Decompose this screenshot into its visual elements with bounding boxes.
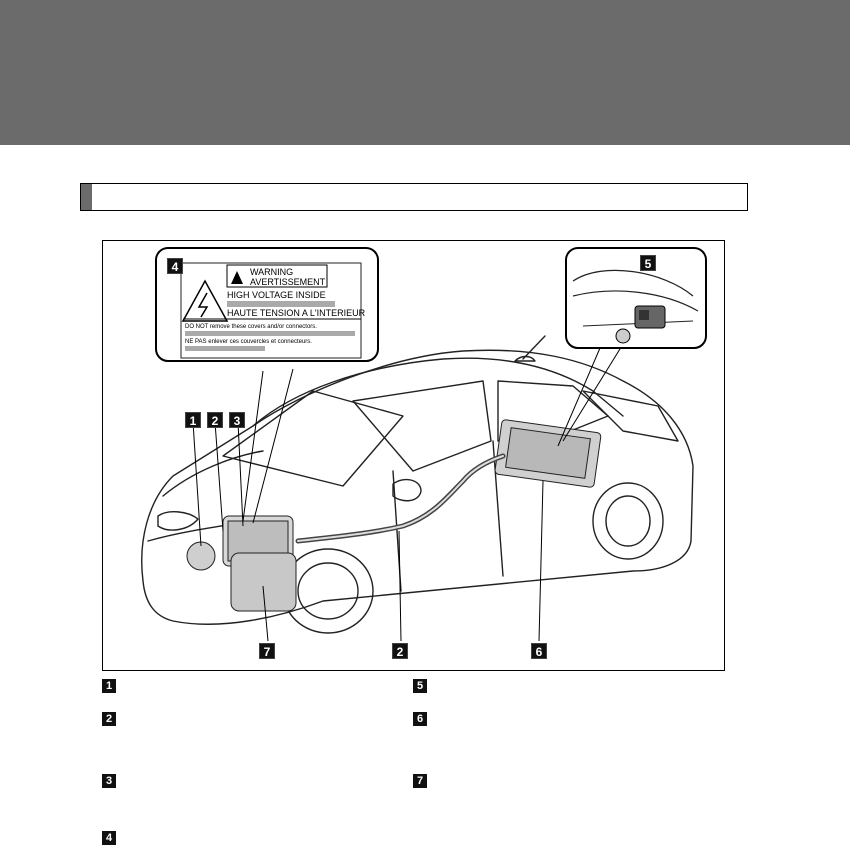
callout-3: 3 xyxy=(229,412,245,428)
legend-badge-2: 2 xyxy=(102,712,116,726)
callout-6: 6 xyxy=(531,643,547,659)
high-voltage-warning-icon xyxy=(181,279,229,322)
car-roof xyxy=(252,357,624,427)
legend-badge-7: 7 xyxy=(413,774,427,788)
transaxle xyxy=(230,552,297,612)
antenna xyxy=(522,335,546,360)
warning-text: WARNING xyxy=(250,267,293,277)
section-title-bar xyxy=(80,183,748,211)
side-window-rear xyxy=(497,380,609,442)
high-voltage-text: HIGH VOLTAGE INSIDE xyxy=(227,290,326,300)
callout-5: 5 xyxy=(640,255,656,271)
hybrid-system-illustration: WARNING AVERTISSEMENT HIGH VOLTAGE INSID… xyxy=(102,240,725,671)
legend-badge-3: 3 xyxy=(102,774,116,788)
haute-tension-text: HAUTE TENSION A L'INTERIEUR xyxy=(227,308,366,318)
side-mirror xyxy=(392,478,422,502)
legend-badge-5: 5 xyxy=(413,679,427,693)
headlight xyxy=(157,511,199,531)
ac-compressor xyxy=(186,541,216,571)
callout-2: 2 xyxy=(207,412,223,428)
inset-service-plug xyxy=(565,247,707,349)
power-cable xyxy=(295,453,506,544)
callout-2-lower: 2 xyxy=(392,643,408,659)
section-title-tab xyxy=(81,184,92,210)
avertissement-text: AVERTISSEMENT xyxy=(250,277,326,287)
callout-7: 7 xyxy=(259,643,275,659)
windshield xyxy=(222,390,404,487)
do-not-remove-text: DO NOT remove these covers and/or connec… xyxy=(185,324,317,330)
side-window-front xyxy=(352,380,492,472)
door-line xyxy=(492,440,504,577)
legend-badge-6: 6 xyxy=(413,712,427,726)
hybrid-car-drawing: WARNING AVERTISSEMENT HIGH VOLTAGE INSID… xyxy=(141,247,707,642)
small-warning-icon xyxy=(231,271,243,284)
car-body xyxy=(141,349,694,625)
rear-window xyxy=(582,390,679,442)
legend-badge-4: 4 xyxy=(102,831,116,845)
header-band xyxy=(0,0,850,145)
rear-wheel xyxy=(592,482,664,560)
ne-pas-enlever-text: NE PAS enlever ces couvercles et connect… xyxy=(185,339,312,345)
legend-badge-1: 1 xyxy=(102,679,116,693)
callout-1: 1 xyxy=(185,412,201,428)
callout-4: 4 xyxy=(167,258,183,274)
hood-line xyxy=(162,450,264,497)
inset-warning-label: WARNING AVERTISSEMENT HIGH VOLTAGE INSID… xyxy=(155,247,379,362)
